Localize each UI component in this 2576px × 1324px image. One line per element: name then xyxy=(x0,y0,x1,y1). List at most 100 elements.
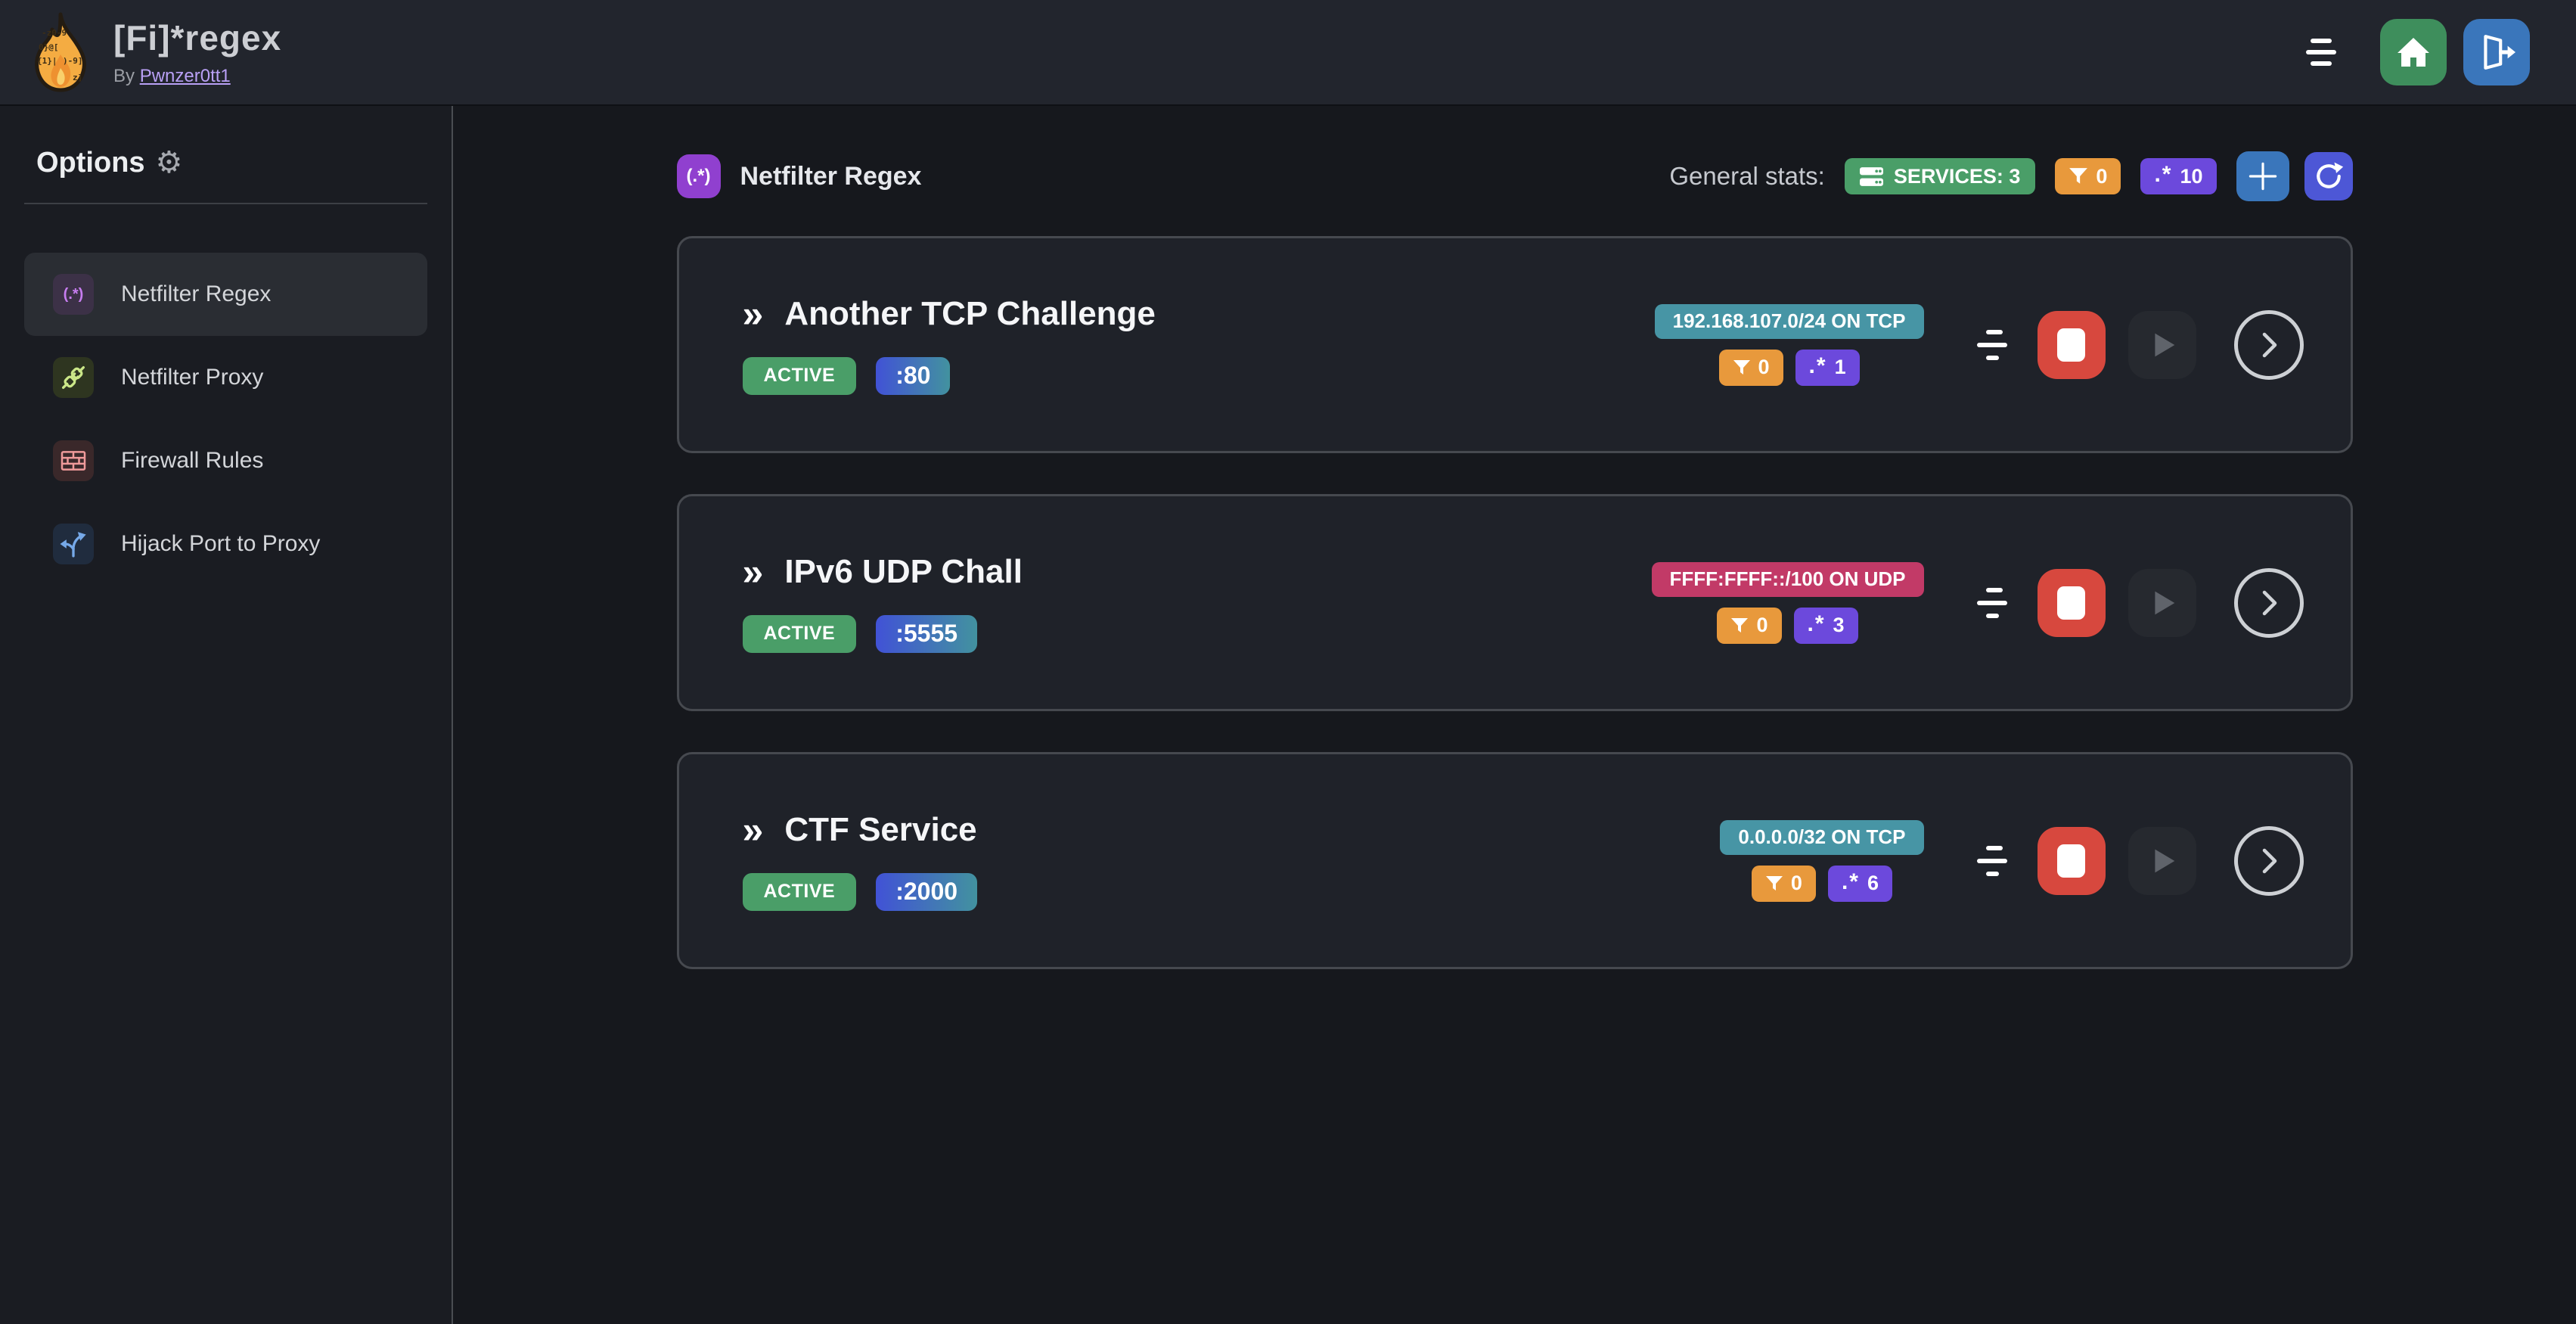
regexes-count-text: 10 xyxy=(2180,164,2203,188)
author-link[interactable]: Pwnzer0tt1 xyxy=(139,66,231,86)
target-badge: 0.0.0.0/32 ON TCP xyxy=(1720,819,1924,855)
filter-lines-icon[interactable] xyxy=(1976,328,2007,362)
service-title: IPv6 UDP Chall xyxy=(784,552,1023,590)
sidebar-item-firewall-rules[interactable]: Firewall Rules xyxy=(24,419,427,502)
funnel-icon xyxy=(1733,359,1750,375)
regex-icon: (.*) xyxy=(53,274,94,315)
add-service-button[interactable] xyxy=(2236,151,2289,201)
chevron-right-icon xyxy=(2262,848,2277,873)
stop-icon xyxy=(2057,328,2085,362)
stats-label: General stats: xyxy=(1669,162,1825,190)
port-badge: :80 xyxy=(876,356,951,395)
filter-lines-icon[interactable] xyxy=(1976,586,2007,620)
port-badge: :5555 xyxy=(876,614,978,653)
sidebar-item-label: Hijack Port to Proxy xyxy=(121,531,321,556)
stop-button[interactable] xyxy=(2037,310,2106,379)
sidebar-divider xyxy=(24,203,427,204)
target-badge: FFFF:FFFF::/100 ON UDP xyxy=(1651,561,1924,597)
regex-count-text: 6 xyxy=(1867,872,1879,894)
section-header: (.*) Netfilter Regex General stats: SERV… xyxy=(676,151,2353,201)
chevron-right-icon xyxy=(2262,332,2277,357)
play-button[interactable] xyxy=(2128,826,2196,895)
filters-count-text: 0 xyxy=(2096,164,2108,188)
play-icon xyxy=(2154,591,2174,614)
expand-chevron-button[interactable] xyxy=(2233,825,2304,896)
server-icon xyxy=(1859,166,1883,186)
regex-count-badge: .* 3 xyxy=(1793,607,1858,644)
status-badge: ACTIVE xyxy=(742,614,857,653)
sidebar-item-label: Netfilter Proxy xyxy=(121,365,264,390)
regexes-count-badge: .* 10 xyxy=(2140,158,2217,194)
services-count-badge: SERVICES: 3 xyxy=(1844,158,2036,194)
double-chevron-marker: » xyxy=(742,808,764,851)
sidebar-item-label: Netfilter Regex xyxy=(121,281,272,306)
sidebar-item-netfilter-regex[interactable]: (.*) Netfilter Regex xyxy=(24,253,427,336)
sidebar-item-label: Firewall Rules xyxy=(121,448,264,473)
logo-text: z] xyxy=(73,73,82,82)
main-area: (.*) Netfilter Regex General stats: SERV… xyxy=(453,106,2576,1324)
service-card-list: » Another TCP Challenge ACTIVE :80 192.1… xyxy=(676,236,2353,969)
regex-icon: .* xyxy=(2154,162,2173,187)
home-button[interactable] xyxy=(2380,19,2447,85)
chevron-right-icon xyxy=(2262,590,2277,615)
expand-chevron-button[interactable] xyxy=(2233,309,2304,380)
status-badge: ACTIVE xyxy=(742,872,857,911)
services-count-text: SERVICES: 3 xyxy=(1893,164,2021,188)
by-label: By xyxy=(113,66,135,86)
regex-count-text: 1 xyxy=(1834,356,1846,378)
section-title: Netfilter Regex xyxy=(740,161,922,191)
regex-count-text: 3 xyxy=(1833,614,1845,636)
sidebar: Options ⚙ (.*) Netfilter Regex xyxy=(0,106,453,1324)
funnel-icon xyxy=(1731,617,1749,632)
filter-count-text: 0 xyxy=(1758,356,1770,378)
plus-icon xyxy=(2249,162,2277,191)
stop-button[interactable] xyxy=(2037,568,2106,637)
regex-count-badge: .* 6 xyxy=(1827,865,1892,902)
fork-arrows-icon xyxy=(53,524,94,564)
hamburger-menu-icon[interactable] xyxy=(2306,39,2336,66)
app-header: -z0-9 0}@[ {1}| )-9] z] [Fi]*regex By Pw… xyxy=(0,0,2576,106)
service-title: CTF Service xyxy=(784,810,977,848)
funnel-icon xyxy=(2069,168,2088,184)
port-badge: :2000 xyxy=(876,872,978,911)
filter-count-badge: 0 xyxy=(1717,607,1782,644)
logout-button[interactable] xyxy=(2463,19,2530,85)
sidebar-title: Options ⚙ xyxy=(24,145,427,180)
filter-count-text: 0 xyxy=(1790,872,1802,894)
refresh-icon xyxy=(2316,162,2343,188)
service-title: Another TCP Challenge xyxy=(784,294,1156,332)
play-button[interactable] xyxy=(2128,568,2196,637)
stop-icon xyxy=(2057,586,2085,620)
title-block: [Fi]*regex By Pwnzer0tt1 xyxy=(113,17,281,87)
sidebar-item-hijack-port[interactable]: Hijack Port to Proxy xyxy=(24,502,427,586)
plug-connection-icon xyxy=(53,357,94,398)
sidebar-item-netfilter-proxy[interactable]: Netfilter Proxy xyxy=(24,336,427,419)
regex-icon: .* xyxy=(1841,869,1860,894)
stop-button[interactable] xyxy=(2037,826,2106,895)
refresh-button[interactable] xyxy=(2304,152,2353,200)
expand-chevron-button[interactable] xyxy=(2233,567,2304,638)
filter-count-badge: 0 xyxy=(1751,865,1816,902)
stop-icon xyxy=(2057,844,2085,878)
service-card: » CTF Service ACTIVE :2000 0.0.0.0/32 ON… xyxy=(676,752,2353,969)
double-chevron-marker: » xyxy=(742,550,764,593)
regex-count-badge: .* 1 xyxy=(1795,349,1860,386)
target-badge: 192.168.107.0/24 ON TCP xyxy=(1654,303,1924,339)
logo-text: )-9] xyxy=(63,56,83,66)
double-chevron-marker: » xyxy=(742,292,764,335)
play-button[interactable] xyxy=(2128,310,2196,379)
sidebar-menu: (.*) Netfilter Regex Netfilter Proxy xyxy=(24,253,427,586)
filter-count-text: 0 xyxy=(1756,614,1768,636)
regex-icon: .* xyxy=(1807,611,1826,636)
play-icon xyxy=(2154,849,2174,872)
brick-wall-icon xyxy=(53,440,94,481)
play-icon xyxy=(2154,333,2174,356)
filter-lines-icon[interactable] xyxy=(1976,844,2007,878)
logo-text: 0}@[ xyxy=(39,42,59,52)
status-badge: ACTIVE xyxy=(742,356,857,395)
funnel-icon xyxy=(1765,875,1783,890)
gear-icon: ⚙ xyxy=(155,146,183,179)
service-card: » Another TCP Challenge ACTIVE :80 192.1… xyxy=(676,236,2353,453)
logo-text: -z0-9 xyxy=(42,28,67,38)
app-title: [Fi]*regex xyxy=(113,18,282,57)
